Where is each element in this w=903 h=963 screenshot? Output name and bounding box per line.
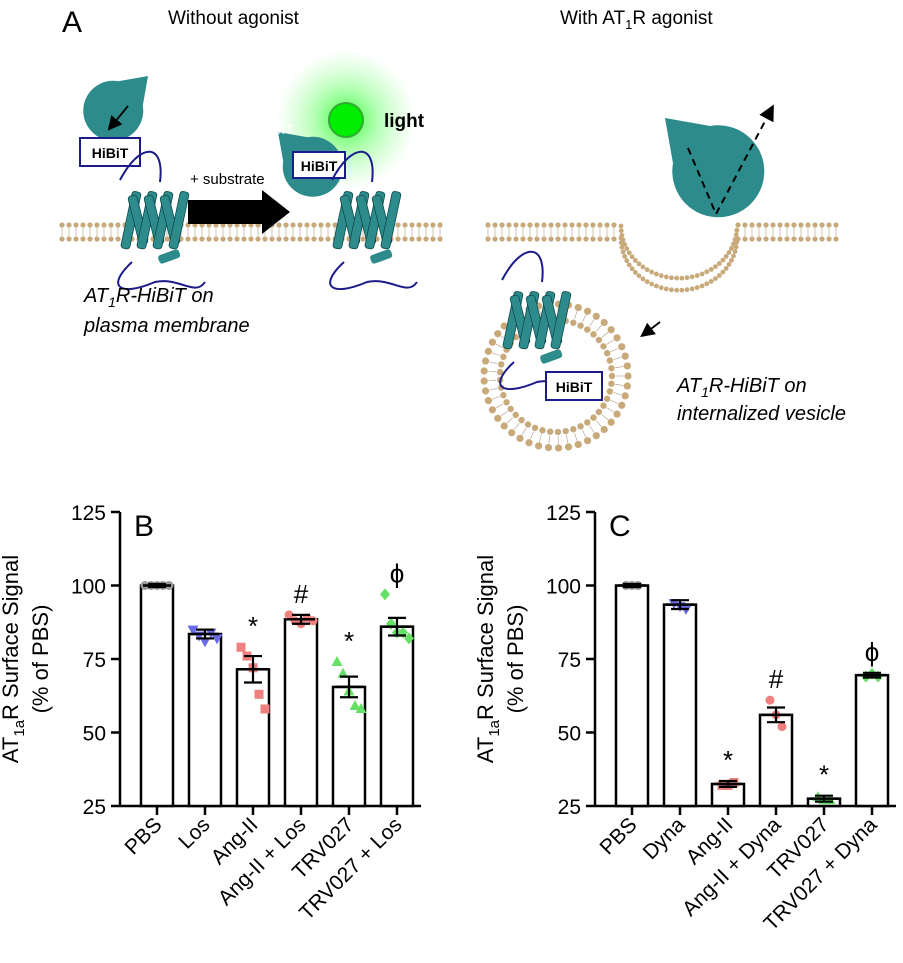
y-tick-label: 25 [83, 796, 106, 819]
caption-right-line1: AT1R-HiBiT on [676, 375, 807, 400]
bar [235, 668, 271, 808]
y-tick-label: 50 [558, 723, 581, 746]
y-tick-label: 100 [546, 576, 581, 599]
significance-annotation: # [294, 579, 309, 609]
panel-a-letter: A [62, 6, 82, 39]
y-axis-label-line2: (% of PBS) [28, 605, 53, 714]
significance-annotation: ϕ [865, 637, 880, 667]
left-title: Without agonist [168, 8, 300, 29]
y-axis-label-line2: (% of PBS) [503, 605, 528, 714]
significance-annotation: # [769, 664, 784, 694]
data-point [199, 637, 211, 648]
bar [662, 603, 698, 808]
bar [379, 625, 415, 808]
y-tick-label: 75 [83, 649, 106, 672]
x-tick-label: PBS [121, 813, 167, 859]
panel-label: C [609, 510, 631, 543]
y-tick-label: 125 [71, 502, 106, 525]
data-point [404, 632, 414, 645]
significance-annotation: ϕ [390, 558, 405, 588]
panel-label: B [134, 510, 154, 543]
hibit-bound-label: HiBiT [301, 158, 338, 174]
y-tick-label: 125 [546, 502, 581, 525]
data-point [211, 634, 223, 645]
receptor-vesicle [499, 250, 588, 391]
y-axis-label: AT1aR Surface Signal [0, 555, 28, 763]
caption-left-line2: plasma membrane [83, 315, 250, 337]
lgbit-label: LgBiT [129, 60, 166, 76]
receptor-left [117, 150, 206, 291]
data-point [236, 642, 246, 652]
data-point [380, 588, 390, 601]
substrate-label: + substrate [190, 171, 265, 188]
internalization-arrow [640, 321, 661, 338]
hibit-label: HiBiT [92, 145, 129, 161]
binding-arrow [107, 105, 129, 131]
x-tick-label: Los [174, 813, 214, 853]
data-point [729, 777, 739, 787]
data-point [187, 625, 199, 636]
caption-right-line2: internalized vesicle [677, 403, 846, 425]
significance-annotation: * [344, 626, 354, 656]
panel-a-schematic: A Without agonist With AT1R agonist LgBi… [59, 6, 846, 452]
significance-annotation: * [723, 745, 733, 775]
data-point [331, 655, 343, 666]
bar [283, 618, 319, 808]
significance-annotation: * [248, 611, 258, 641]
bar [758, 713, 794, 808]
significance-annotation: * [819, 760, 829, 790]
data-point [284, 610, 294, 620]
lgbit-pacman-left: LgBiT [83, 60, 166, 141]
lgbit-free-label: LgBiT [643, 93, 687, 112]
plasma-membrane-right [485, 222, 839, 293]
lgbit-bound-label: LgBiT [257, 121, 294, 137]
substrate-arrow [188, 190, 290, 234]
x-tick-label: Dyna [639, 813, 690, 864]
data-point [260, 704, 270, 714]
bar [139, 584, 175, 808]
right-title: With AT1R agonist [560, 8, 713, 32]
caption-left-line1: AT1R-HiBiT on [83, 285, 214, 310]
light-source-icon [328, 102, 364, 138]
y-tick-label: 25 [558, 796, 581, 819]
data-point [355, 702, 367, 713]
y-tick-label: 100 [71, 576, 106, 599]
bar [187, 632, 223, 808]
lgbit-pacman-free [665, 118, 765, 218]
data-point [349, 700, 361, 711]
data-point [777, 722, 787, 732]
y-tick-label: 50 [83, 723, 106, 746]
x-tick-label: PBS [596, 813, 642, 859]
light-label: light [384, 111, 425, 132]
receptor-right-bound [329, 150, 418, 291]
bar [854, 673, 890, 808]
y-tick-label: 75 [558, 649, 581, 672]
data-point [337, 667, 349, 678]
data-point [717, 780, 727, 790]
y-axis-label: AT1aR Surface Signal [473, 555, 503, 763]
hibit-vesicle-label: HiBiT [556, 379, 593, 395]
hibit-vesicle-box [545, 371, 603, 401]
data-point [254, 689, 264, 699]
data-point [765, 695, 775, 705]
hibit-box [79, 137, 141, 167]
bar [614, 584, 650, 808]
